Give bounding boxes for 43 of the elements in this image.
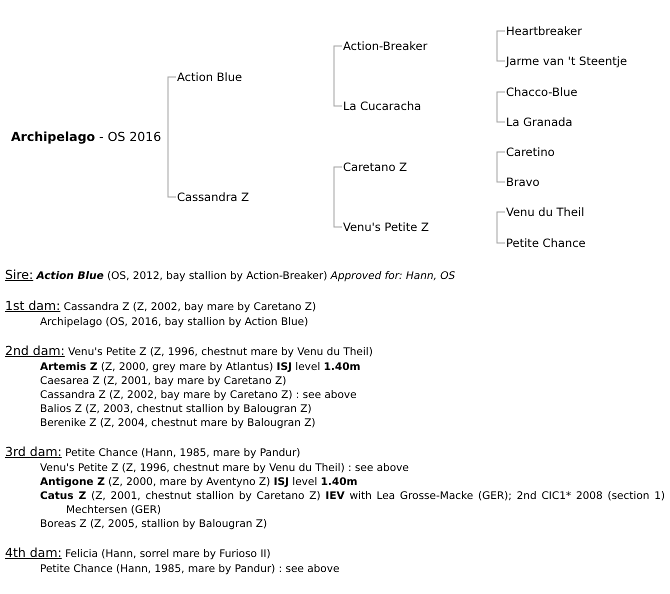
pedigree-entry: Caesarea Z (Z, 2001, bay mare by Caretano Z) [40, 374, 288, 388]
ancestor-name: Cassandra Z [176, 190, 250, 204]
pedigree-entry: Venu's Petite Z (Z, 1996, chestnut mare by Venu du Theil) [68, 346, 373, 358]
ancestor-name: Action-Breaker [342, 38, 428, 54]
bracket-line [168, 76, 176, 198]
ancestor-name: Heartbreaker [505, 24, 582, 38]
pedigree-entry: Petite Chance (Hann, 1985, mare by Pandur) [65, 447, 300, 459]
bracket-line [496, 30, 506, 62]
bracket-line [334, 46, 342, 106]
pedigree-entry: Archipelago (OS, 2016, bay stallion by Action Blue) [40, 315, 310, 329]
pedigree-entry: Boreas Z (Z, 2005, stallion by Balougran Z) [40, 517, 268, 531]
section-heading: 3rd dam: [5, 444, 62, 459]
pedigree-entry: Cassandra Z (Z, 2002, bay mare by Caretano Z) : see above [40, 388, 358, 402]
ancestor-name: Caretino [505, 144, 555, 160]
pedigree-entry: Action Blue (OS, 2012, bay stallion by Action-Breaker) Approved for: Hann, OS [36, 270, 456, 282]
ancestor-name: Venu du Theil [505, 204, 584, 220]
pedigree-entry: Artemis Z (Z, 2000, grey mare by Atlantus) ISJ level 1.40m [40, 360, 362, 374]
pedigree-entry: Catus Z (Z, 2001, chestnut stallion by Caretano Z) IEV with Lea Grosse-Macke (GER); 2nd CIC1* 2008 (section 1) Mechtersen (GER) [40, 489, 665, 517]
section-heading: 1st dam: [5, 298, 60, 313]
section-heading: 4th dam: [5, 545, 62, 560]
pedigree-entry: Felicia (Hann, sorrel mare by Furioso II) [65, 548, 271, 560]
bracket-line [496, 92, 506, 122]
ancestor-name: Petite Chance [505, 236, 586, 250]
section-heading: Sire: [5, 267, 34, 282]
ancestor-name: Bravo [505, 174, 540, 190]
bracket-line [496, 152, 506, 182]
ancestor-name: Venu's Petite Z [342, 220, 429, 234]
ancestor-name: Chacco-Blue [505, 84, 578, 100]
pedigree-entry: Cassandra Z (Z, 2002, bay mare by Caretano Z) [64, 301, 316, 313]
horse-title: Archipelago - OS 2016 [10, 129, 162, 145]
ancestor-name: Action Blue [176, 70, 242, 84]
bracket-line [496, 212, 506, 244]
section-heading: 2nd dam: [5, 343, 65, 358]
pedigree-entry: Berenike Z (Z, 2004, chestnut mare by Balougran Z) [40, 416, 317, 430]
pedigree-entry: Petite Chance (Hann, 1985, mare by Pandur) : see above [40, 562, 340, 576]
ancestor-name: La Cucaracha [342, 98, 422, 114]
ancestor-name: Caretano Z [342, 160, 408, 174]
ancestor-name: Jarme van 't Steentje [505, 54, 628, 68]
ancestor-name: La Granada [505, 114, 572, 130]
pedigree-entry: Venu's Petite Z (Z, 1996, chestnut mare by Venu du Theil) : see above [40, 461, 410, 475]
pedigree-entry: Antigone Z (Z, 2000, mare by Aventyno Z) ISJ level 1.40m [40, 475, 358, 489]
pedigree-entry: Balios Z (Z, 2003, chestnut stallion by Balougran Z) [40, 402, 313, 416]
bracket-line [334, 166, 342, 228]
